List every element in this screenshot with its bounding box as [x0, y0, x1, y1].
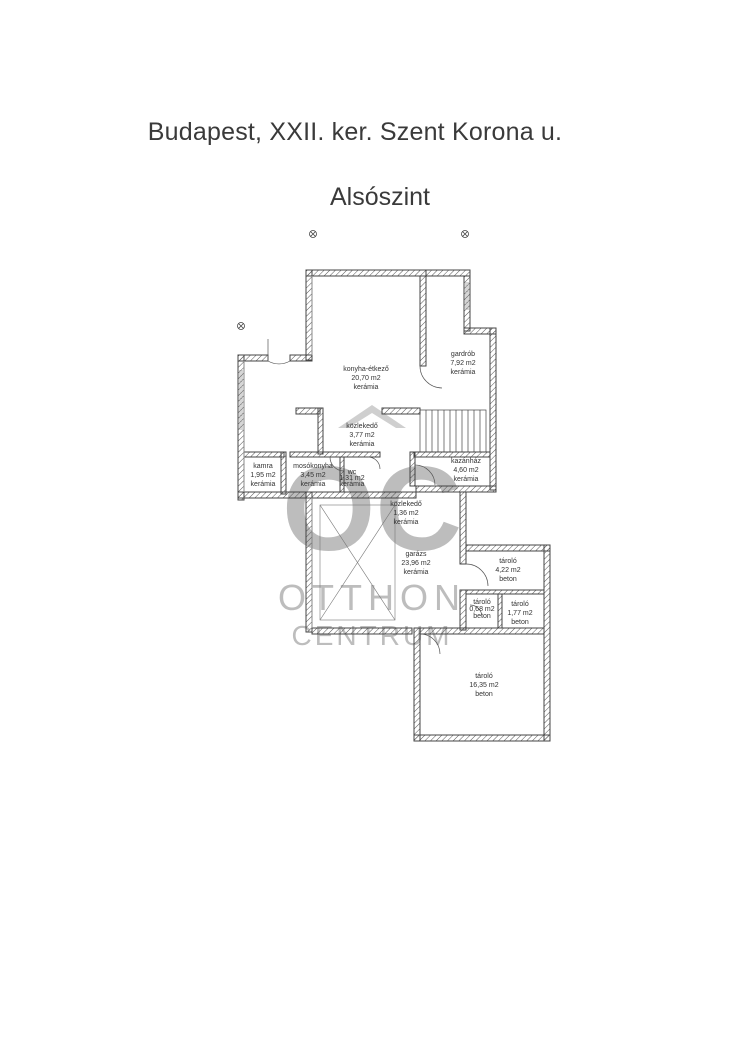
svg-text:kamra: kamra: [253, 463, 273, 470]
room-label-tarolo4: tároló 16,35 m2 beton: [469, 673, 498, 698]
svg-text:kerámia: kerámia: [301, 481, 326, 488]
svg-text:kerámia: kerámia: [350, 441, 375, 448]
survey-markers: [237, 230, 469, 330]
svg-text:kerámia: kerámia: [404, 569, 429, 576]
room-label-garazs: garázs 23,96 m2 kerámia: [401, 551, 430, 576]
svg-text:0,68 m2: 0,68 m2: [469, 606, 494, 613]
room-labels: konyha-étkező 20,70 m2 kerámia gardrób 7…: [250, 351, 532, 698]
svg-text:4,22 m2: 4,22 m2: [495, 567, 520, 574]
svg-text:23,96 m2: 23,96 m2: [401, 560, 430, 567]
svg-text:kerámia: kerámia: [454, 476, 479, 483]
svg-text:7,92 m2: 7,92 m2: [450, 360, 475, 367]
room-label-kozlekedo2: közlekedő 1,36 m2 kerámia: [390, 501, 422, 526]
page-title: Budapest, XXII. ker. Szent Korona u.: [147, 118, 563, 146]
room-label-tarolo2: tároló 0,68 m2 beton: [469, 599, 494, 620]
svg-text:konyha-étkező: konyha-étkező: [343, 366, 389, 373]
svg-text:1,95 m2: 1,95 m2: [250, 472, 275, 479]
svg-text:kazánház: kazánház: [451, 458, 481, 465]
svg-text:beton: beton: [499, 576, 517, 583]
svg-text:tároló: tároló: [475, 673, 493, 680]
svg-text:3,45 m2: 3,45 m2: [300, 472, 325, 479]
room-label-tarolo1: tároló 4,22 m2 beton: [495, 558, 520, 583]
svg-text:3,77 m2: 3,77 m2: [349, 432, 374, 439]
watermark-line2: CENTRUM: [292, 620, 453, 651]
level-title: Alsószint: [329, 183, 431, 211]
svg-text:1,36 m2: 1,36 m2: [393, 510, 418, 517]
room-label-kamra: kamra 1,95 m2 kerámia: [250, 463, 275, 488]
svg-text:16,35 m2: 16,35 m2: [469, 682, 498, 689]
svg-text:1,31 m2: 1,31 m2: [339, 475, 364, 482]
svg-text:kerámia: kerámia: [354, 384, 379, 391]
svg-text:garázs: garázs: [405, 551, 427, 558]
svg-text:tároló: tároló: [473, 599, 491, 606]
svg-text:4,60 m2: 4,60 m2: [453, 467, 478, 474]
svg-text:beton: beton: [511, 619, 529, 626]
svg-text:beton: beton: [475, 691, 493, 698]
staircase: [419, 409, 487, 453]
svg-text:kerámia: kerámia: [251, 481, 276, 488]
windows: [239, 282, 469, 430]
room-label-gardrob: gardrób 7,92 m2 kerámia: [450, 351, 475, 376]
svg-text:közlekedő: közlekedő: [390, 501, 422, 508]
svg-text:kerámia: kerámia: [451, 369, 476, 376]
svg-text:kerámia: kerámia: [340, 481, 365, 488]
svg-text:20,70 m2: 20,70 m2: [351, 375, 380, 382]
room-label-wc: wc 1,31 m2 kerámia: [339, 469, 364, 488]
room-label-tarolo3: tároló 1,77 m2 beton: [507, 601, 532, 626]
door-swings: [267, 339, 489, 655]
svg-text:mosókonyha: mosókonyha: [293, 463, 333, 470]
garage-markings: [319, 504, 396, 621]
svg-text:wc: wc: [347, 469, 357, 476]
svg-text:tároló: tároló: [511, 601, 529, 608]
room-label-konyha: konyha-étkező 20,70 m2 kerámia: [343, 366, 389, 391]
room-label-kazanhaz: kazánház 4,60 m2 kerámia: [451, 458, 481, 483]
room-label-mosokonyha: mosókonyha 3,45 m2 kerámia: [293, 463, 333, 488]
room-label-kozlekedo1: közlekedő 3,77 m2 kerámia: [346, 423, 378, 448]
svg-text:kerámia: kerámia: [394, 519, 419, 526]
svg-text:gardrób: gardrób: [451, 351, 475, 358]
svg-text:1,77 m2: 1,77 m2: [507, 610, 532, 617]
svg-text:beton: beton: [473, 613, 491, 620]
svg-text:közlekedő: közlekedő: [346, 423, 378, 430]
svg-text:tároló: tároló: [499, 558, 517, 565]
